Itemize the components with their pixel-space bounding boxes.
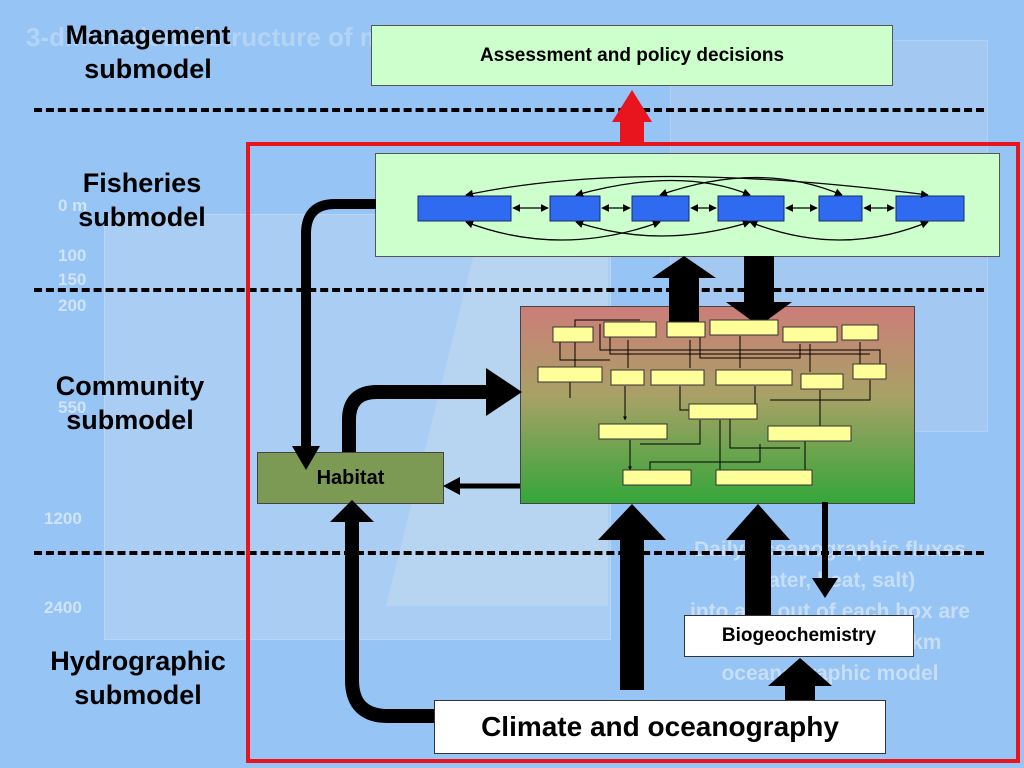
fisheries-to-habitat-arrow <box>301 199 376 450</box>
depth-label-550: 550 <box>58 398 87 417</box>
fleet-node <box>818 195 863 222</box>
community-node <box>552 326 594 343</box>
community-node <box>709 319 779 336</box>
climate-box: Climate and oceanography <box>434 700 886 754</box>
fleet-node <box>417 195 512 222</box>
depth-label-200: 200 <box>58 296 87 315</box>
depth-label-2400: 2400 <box>44 598 82 617</box>
community-node <box>715 369 793 386</box>
community-node <box>666 321 706 338</box>
community-links <box>559 319 881 475</box>
fleet-node <box>717 195 785 222</box>
habitat-to-community-arrow <box>342 385 490 452</box>
fleet-node <box>631 195 690 222</box>
background-title: 3-dimensional structure of model <box>26 22 437 52</box>
depth-label-100: 100 <box>58 246 87 265</box>
climate-to-habitat-arrow <box>345 520 434 723</box>
community-node <box>800 373 844 390</box>
community-node <box>715 469 813 486</box>
community-to-fisheries-arrow <box>652 256 716 322</box>
depth-label-150: 150 <box>58 270 87 289</box>
community-node <box>767 425 852 442</box>
habitat-box: Habitat <box>257 452 444 504</box>
red-arrow-up <box>612 90 652 142</box>
separator-fisheries <box>34 288 984 292</box>
community-node <box>852 363 887 380</box>
community-node <box>598 423 668 440</box>
fisheries-to-community-arrow <box>726 256 792 326</box>
fleet-node <box>549 195 601 222</box>
community-node <box>603 321 657 338</box>
climate-to-community-arrow <box>598 504 666 690</box>
community-node <box>782 326 838 343</box>
community-node <box>610 369 645 386</box>
habitat-label: Habitat <box>316 466 385 489</box>
fleet-node <box>895 195 965 222</box>
biogeochemistry-box: Biogeochemistry <box>684 615 914 657</box>
climate-to-biogeochemistry-arrow <box>768 658 832 700</box>
separator-community <box>34 551 984 555</box>
community-node <box>650 369 705 386</box>
separator-management <box>34 108 984 112</box>
depth-label-0: 0 m <box>58 196 88 215</box>
assessment-box: Assessment and policy decisions <box>371 25 893 86</box>
depth-label-1200: 1200 <box>44 509 82 528</box>
community-nodes <box>537 319 887 486</box>
community-node <box>841 324 879 341</box>
community-node <box>537 366 603 383</box>
assessment-label: Assessment and policy decisions <box>479 44 785 66</box>
fleet-nodes <box>417 195 965 222</box>
biogeochemistry-to-community-arrow <box>726 504 790 615</box>
climate-label: Climate and oceanography <box>481 711 839 742</box>
fleet-links <box>465 175 929 241</box>
biogeochemistry-label: Biogeochemistry <box>721 625 877 646</box>
model-domain-frame <box>246 142 1020 763</box>
community-node <box>622 469 692 486</box>
community-node <box>688 403 758 420</box>
